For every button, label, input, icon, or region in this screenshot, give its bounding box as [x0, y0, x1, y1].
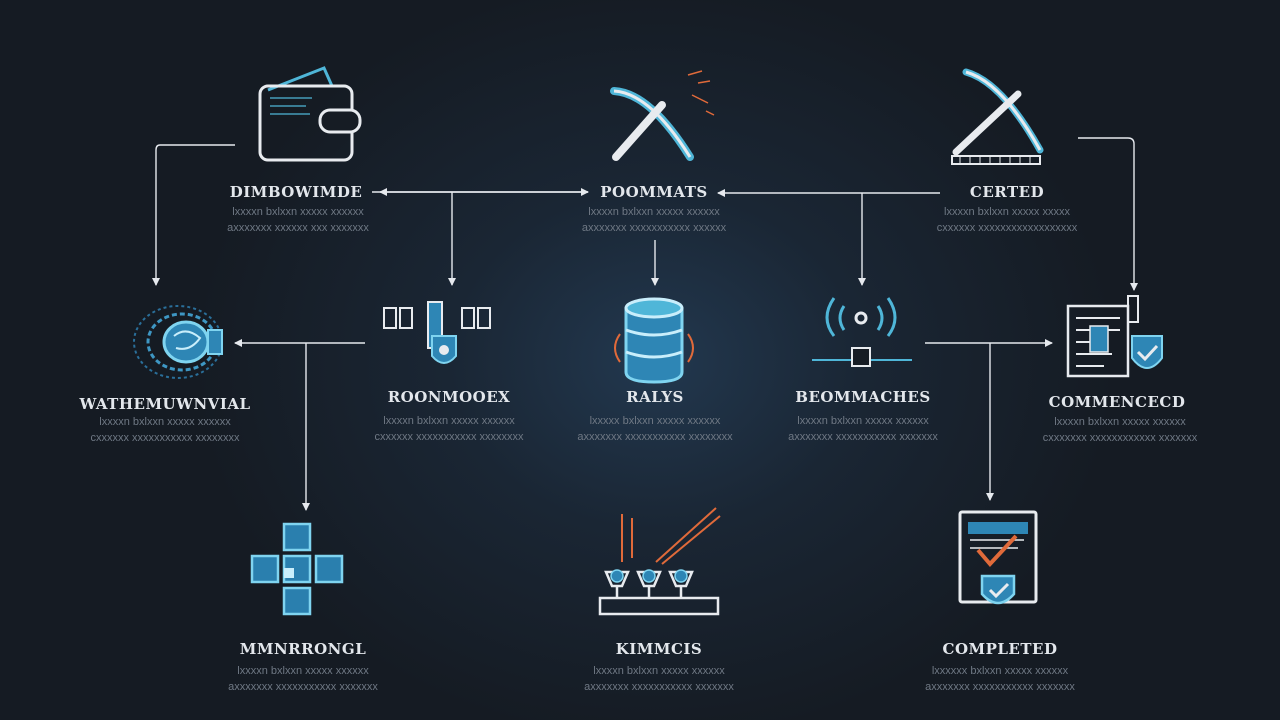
- node-title-whirl: WATHEMUWNVIAL: [79, 395, 251, 413]
- pickaxe-icon: [610, 70, 715, 161]
- database-icon: [614, 297, 694, 384]
- compliance-icon: [1066, 295, 1163, 378]
- lock-shield-icon: [383, 301, 491, 364]
- node-title-compliance: COMMENCECD: [1048, 393, 1186, 411]
- node-title-pickaxe: POOMMATS: [600, 183, 708, 201]
- node-title-wallet: DIMBOWIMDE: [229, 183, 363, 201]
- mining-rig-icon: [598, 507, 721, 616]
- connector-wallet-to-whirl: [152, 144, 235, 286]
- node-title-certified: CERTED: [969, 183, 1045, 201]
- connector-certed-to-compliance: [1078, 137, 1138, 291]
- blocks-icon: [250, 522, 344, 616]
- pickaxe-icon-2: [951, 68, 1044, 165]
- node-title-broadcast: BEOMMACHES: [795, 388, 931, 406]
- vortex-icon: [133, 305, 223, 379]
- document-check-icon: [958, 510, 1038, 605]
- node-title-completed: COMPLETED: [942, 640, 1058, 658]
- node-title-database: RALYS: [626, 388, 684, 406]
- broadcast-icon: [812, 297, 912, 367]
- wallet-icon: [258, 66, 362, 162]
- node-title-lock: ROONMOOEX: [387, 388, 511, 406]
- node-title-mining: KIMMCIS: [615, 640, 703, 658]
- node-title-blocks: MMNRRONGL: [239, 640, 367, 658]
